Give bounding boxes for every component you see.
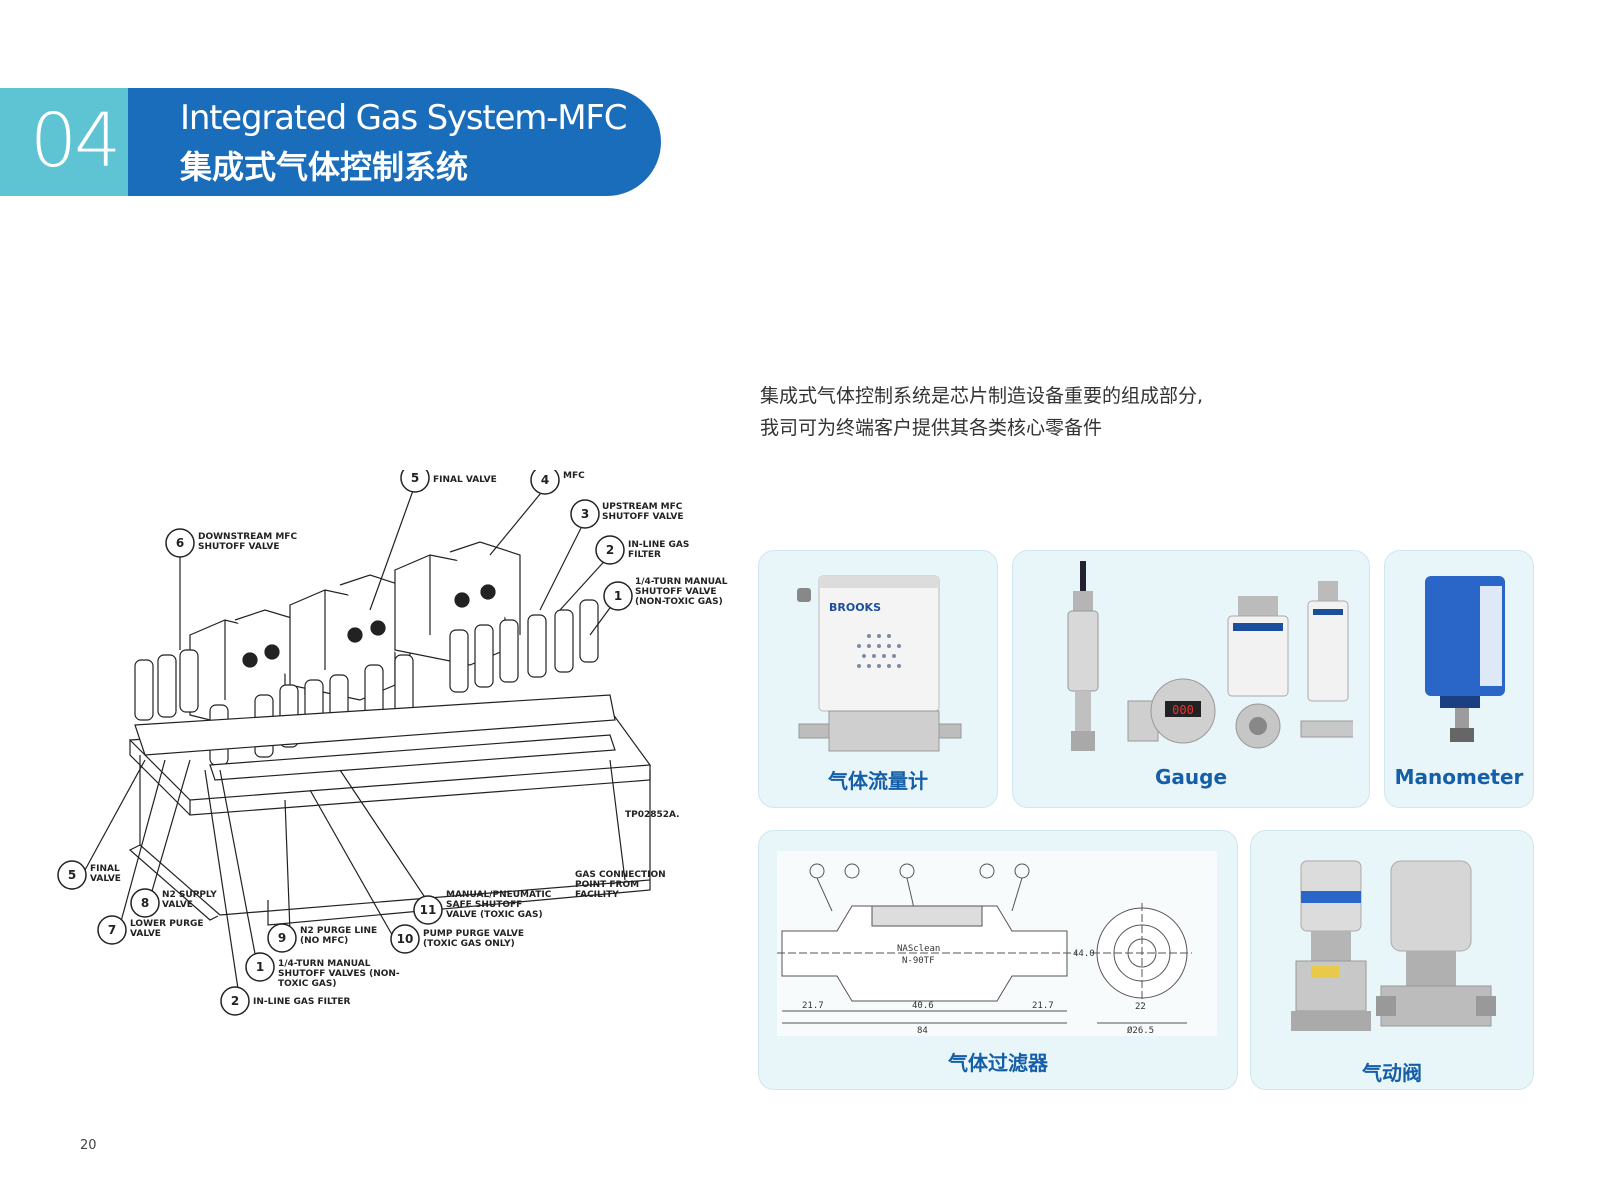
gauge-label: Gauge: [1154, 765, 1228, 789]
callout-num-pump-purge: 10: [397, 932, 414, 946]
callout-num-downstream: 6: [176, 536, 184, 550]
callout-num-safe-shutoff: 11: [420, 903, 437, 917]
card-pneumatic-valve: 气动阀: [1250, 830, 1534, 1090]
intro-text: 集成式气体控制系统是芯片制造设备重要的组成部分, 我司可为终端客户提供其各类核心…: [760, 380, 1203, 444]
callout-text-downstream: DOWNSTREAM MFC SHUTOFF VALVE: [198, 532, 298, 552]
card-gas-filter: NASclean N-90TF 21.7 40.6 21.7 84 22 Ø26…: [758, 830, 1238, 1090]
callout-num-manual-bottom: 1: [256, 960, 264, 974]
callout-text-manual-top: 1/4-TURN MANUAL SHUTOFF VALVE (NON-TOXIC…: [635, 577, 728, 607]
callout-text-final-valve-top: FINAL VALVE: [433, 475, 497, 485]
callout-text-safe-shutoff: MANUAL/PNEUMATIC SAFE SHUTOFF VALVE (TOX…: [446, 890, 552, 920]
section-number-block: 04: [0, 88, 128, 196]
callout-num-upstream: 3: [581, 507, 589, 521]
figure-code: TP02852A.: [625, 810, 680, 820]
callout-num-final-valve-bottom: 5: [68, 868, 76, 882]
pneumatic-valve-image: [1291, 860, 1496, 1031]
callout-text-manual-bottom: 1/4-TURN MANUAL SHUTOFF VALVES (NON-TOXI…: [278, 959, 400, 989]
callout-num-filter-bottom: 2: [231, 994, 239, 1008]
callout-text-final-valve-bottom: FINAL VALVE: [90, 864, 121, 884]
callout-text-filter-bottom: IN-LINE GAS FILTER: [253, 997, 351, 1007]
filter-dim-inner: 22: [1135, 1002, 1146, 1012]
mfc-image: BROOKS: [797, 575, 962, 752]
gas-system-diagram: TP02852A. 5 4 3 6: [57, 470, 728, 1016]
callout-text-pump-purge: PUMP PURGE VALVE (TOXIC GAS ONLY): [423, 929, 525, 949]
filter-label: 气体过滤器: [948, 1051, 1048, 1075]
filter-dim-total: 84: [917, 1026, 928, 1036]
callout-text-n2-supply: N2 SUPPLY VALVE: [162, 890, 217, 910]
filter-dim-center: 40.6: [912, 1001, 934, 1011]
filter-drawing: NASclean N-90TF 21.7 40.6 21.7 84 22 Ø26…: [777, 851, 1217, 1036]
title-banner: Integrated Gas System-MFC 集成式气体控制系统: [128, 88, 661, 196]
callout-num-mfc: 4: [541, 473, 549, 487]
callout-text-mfc: MFC: [563, 471, 585, 481]
callout-num-lower-purge: 7: [108, 923, 116, 937]
title-chinese: 集成式气体控制系统: [180, 148, 469, 186]
filter-part-code: N-90TF: [902, 956, 935, 966]
filter-dim-height: 44.0: [1073, 949, 1095, 959]
callout-num-n2-supply: 8: [141, 896, 149, 910]
card-manometer: Manometer: [1384, 550, 1534, 808]
title-english: Integrated Gas System-MFC: [180, 98, 627, 138]
card-gauge: 000 Gauge: [1012, 550, 1370, 808]
callout-text-n2-purge: N2 PURGE LINE (NO MFC): [300, 926, 378, 946]
filter-part-name: NASclean: [897, 944, 940, 954]
callout-num-n2-purge: 9: [278, 931, 286, 945]
callout-text-filter-top: IN-LINE GAS FILTER: [628, 540, 690, 560]
manometer-image: [1425, 576, 1505, 742]
intro-line-2: 我司可为终端客户提供其各类核心零备件: [760, 417, 1103, 439]
callout-num-filter-top: 2: [606, 543, 614, 557]
callout-text-lower-purge: LOWER PURGE VALVE: [130, 919, 204, 939]
section-number: 04: [30, 98, 121, 184]
page-number: 20: [80, 1138, 97, 1153]
filter-dim-outer: Ø26.5: [1127, 1025, 1154, 1036]
filter-dim-left: 21.7: [802, 1001, 824, 1011]
intro-line-1: 集成式气体控制系统是芯片制造设备重要的组成部分,: [760, 385, 1204, 407]
gauge-image: 000: [1067, 561, 1353, 751]
callout-num-manual-top: 1: [614, 589, 622, 603]
gauge-display: 000: [1172, 703, 1194, 717]
pneumatic-valve-label: 气动阀: [1362, 1061, 1422, 1085]
manometer-label: Manometer: [1394, 765, 1524, 789]
callout-num-final-valve-top: 5: [411, 471, 419, 485]
filter-dim-right: 21.7: [1032, 1001, 1054, 1011]
callout-text-gas-connection: GAS CONNECTION POINT FROM FACILITY: [575, 870, 666, 900]
card-mass-flow-controller: BROOKS 气体流量计: [758, 550, 998, 808]
mfc-brand-text: BROOKS: [829, 601, 881, 614]
mfc-label: 气体流量计: [828, 769, 928, 793]
callout-text-upstream: UPSTREAM MFC SHUTOFF VALVE: [602, 502, 684, 522]
